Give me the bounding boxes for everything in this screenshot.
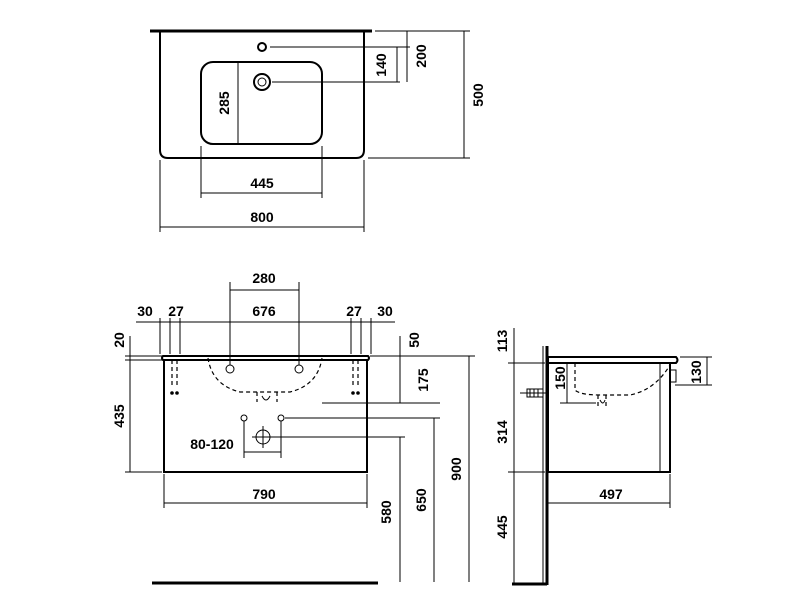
dim-left-margin-inner: 27 <box>168 303 184 319</box>
side-countertop <box>547 356 679 364</box>
bowl-outline <box>200 61 323 145</box>
dim-cabinet-width: 790 <box>252 486 276 502</box>
dim-waste-height: 175 <box>415 368 431 392</box>
side-view: 113 150 130 314 497 445 <box>494 328 712 586</box>
dim-tap-offset: 200 <box>413 44 429 68</box>
dim-overall-depth: 500 <box>470 83 486 107</box>
dim-supply-height: 580 <box>378 500 394 524</box>
dim-drain-offset: 140 <box>373 53 389 77</box>
dim-side-top-height: 113 <box>494 329 510 352</box>
dim-bowl-depth: 285 <box>216 91 232 115</box>
dim-side-cabinet-height: 314 <box>494 420 510 444</box>
tap-hole-right-icon <box>294 364 304 374</box>
supply-right-icon <box>277 414 285 422</box>
top-view: 140 200 500 285 445 800 <box>150 29 486 232</box>
dim-waste-pipe-height: 650 <box>413 488 429 512</box>
dim-overall-height: 900 <box>448 457 464 481</box>
tap-hole-left-icon <box>225 364 235 374</box>
tap-hole-icon <box>257 42 267 52</box>
drain-icon <box>253 73 271 91</box>
front-view: 280 676 30 27 27 30 20 435 50 175 80-120… <box>111 270 475 585</box>
dim-overflow-height: 150 <box>552 366 568 390</box>
dim-tap-spacing: 280 <box>252 270 276 286</box>
drain-inner-icon <box>257 77 267 87</box>
basin-outline <box>159 31 365 159</box>
dim-right-margin-outer: 30 <box>377 303 393 319</box>
side-bowl-hidden-line <box>574 363 671 396</box>
dim-side-floor-height: 445 <box>494 515 510 539</box>
dim-cabinet-depth: 497 <box>599 486 623 502</box>
bowl-hidden-line <box>207 357 323 393</box>
cabinet-body <box>163 359 368 473</box>
supply-left-icon <box>240 414 248 422</box>
dim-supply-spread: 80-120 <box>190 436 234 452</box>
dim-cabinet-height: 435 <box>111 404 127 428</box>
dim-bowl-height: 130 <box>688 360 704 384</box>
side-cabinet-body <box>547 362 671 473</box>
dim-left-margin-outer: 30 <box>137 303 153 319</box>
dim-inner-width: 676 <box>252 303 276 319</box>
dim-bowl-width: 445 <box>250 175 274 191</box>
dim-top-offset: 50 <box>406 332 422 348</box>
dim-overall-width: 800 <box>250 209 274 225</box>
waste-outlet <box>256 392 278 402</box>
dim-top-thickness: 20 <box>111 332 127 348</box>
dim-right-margin-inner: 27 <box>346 303 362 319</box>
